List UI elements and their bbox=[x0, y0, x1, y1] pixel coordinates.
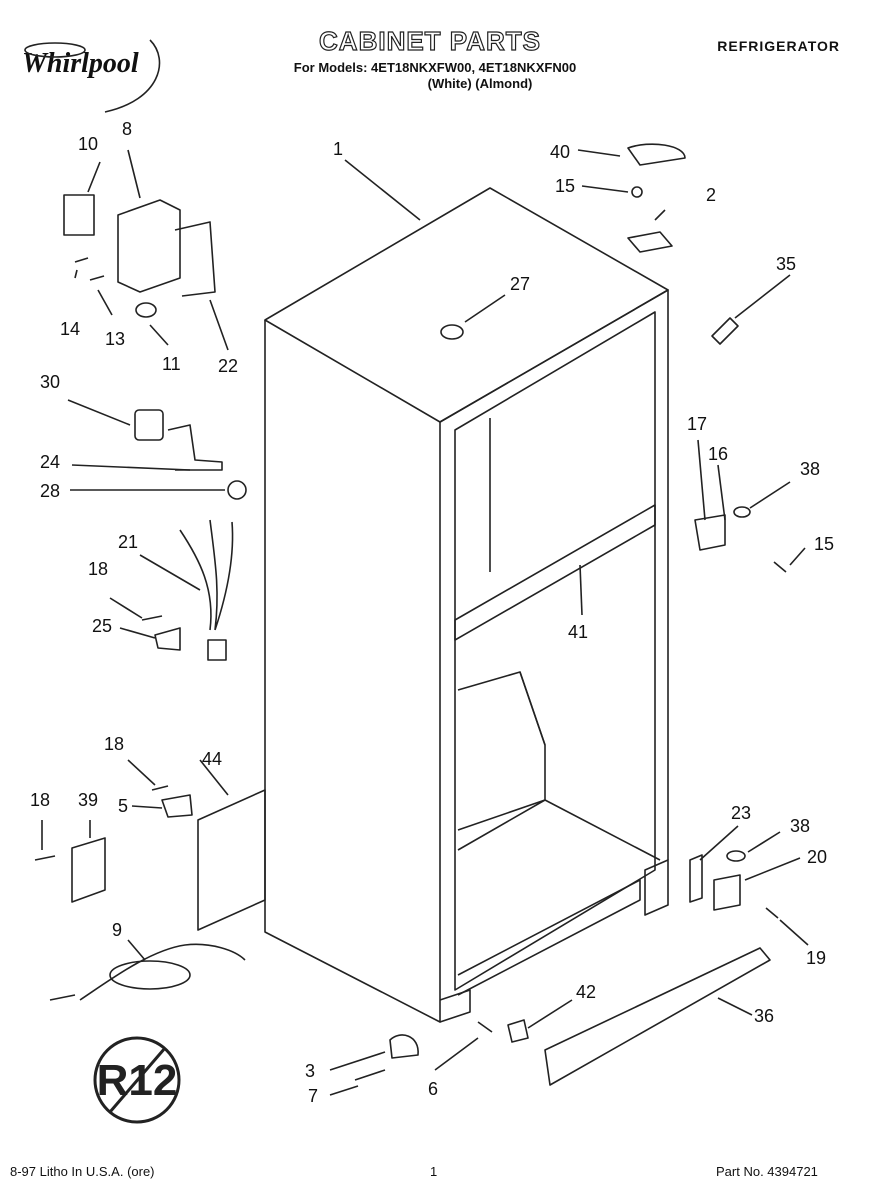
screw-19 bbox=[765, 907, 779, 919]
pin-7 bbox=[354, 1069, 386, 1081]
leader-lines bbox=[41, 149, 809, 1096]
callout-36: 36 bbox=[754, 1006, 774, 1026]
callout-18-clamp: 18 bbox=[104, 734, 124, 754]
hinge-cover-40 bbox=[627, 143, 686, 166]
callout-8: 8 bbox=[122, 119, 132, 139]
callout-28: 28 bbox=[40, 481, 60, 501]
r12-badge-slash bbox=[108, 1047, 167, 1113]
callout-3: 3 bbox=[305, 1061, 315, 1081]
clip-25 bbox=[154, 627, 181, 651]
access-cover-44 bbox=[197, 789, 266, 931]
callout-21: 21 bbox=[118, 532, 138, 552]
divider-rail bbox=[454, 504, 656, 641]
screw-18c bbox=[34, 855, 56, 861]
wire-harness-21 bbox=[179, 519, 234, 631]
grommet-11 bbox=[135, 302, 157, 318]
center-hinge-16-17 bbox=[694, 514, 726, 551]
callout-16: 16 bbox=[708, 444, 728, 464]
washer-38-top bbox=[733, 506, 751, 518]
washer-28 bbox=[227, 480, 247, 500]
toe-grille-36 bbox=[544, 947, 771, 1086]
power-cord-9 bbox=[49, 943, 246, 1001]
roller-3 bbox=[389, 1034, 419, 1059]
screw-14 bbox=[74, 257, 89, 263]
plug-27 bbox=[440, 324, 464, 340]
callout-22: 22 bbox=[218, 356, 238, 376]
model-colors: (White) (Almond) bbox=[427, 76, 533, 91]
cover-22 bbox=[174, 221, 216, 297]
callout-25: 25 bbox=[92, 616, 112, 636]
screw-15-top bbox=[631, 186, 643, 198]
callout-labels: 1 2 3 5 6 7 8 9 10 11 13 14 15 15 16 17 … bbox=[30, 119, 834, 1106]
callout-24: 24 bbox=[40, 452, 60, 472]
callout-35: 35 bbox=[776, 254, 796, 274]
callout-11: 11 bbox=[162, 354, 181, 374]
cord-coil bbox=[109, 960, 191, 990]
connector-21 bbox=[207, 639, 227, 661]
callout-9: 9 bbox=[112, 920, 122, 940]
clamp-5 bbox=[161, 794, 193, 818]
part-35 bbox=[711, 317, 739, 345]
callout-30: 30 bbox=[40, 372, 60, 392]
screw-13 bbox=[89, 275, 105, 281]
r12-badge-circle bbox=[93, 1036, 181, 1124]
callout-17: 17 bbox=[687, 414, 707, 434]
callout-5: 5 bbox=[118, 796, 128, 816]
callout-20: 20 bbox=[807, 847, 827, 867]
page-title: CABINET PARTS bbox=[318, 25, 541, 56]
bottom-hinge-20 bbox=[713, 874, 741, 911]
callout-2: 2 bbox=[706, 185, 716, 205]
cabinet-body bbox=[264, 187, 669, 1023]
callout-39: 39 bbox=[78, 790, 98, 810]
callout-23: 23 bbox=[731, 803, 751, 823]
product-type: REFRIGERATOR bbox=[717, 38, 840, 54]
relay-10 bbox=[63, 194, 95, 236]
callout-38-top: 38 bbox=[800, 459, 820, 479]
seal-30 bbox=[134, 409, 164, 441]
footer-litho: 8-97 Litho In U.S.A. (ore) bbox=[10, 1164, 155, 1179]
logo-swirl bbox=[24, 42, 86, 58]
callout-13: 13 bbox=[105, 329, 125, 349]
callout-7: 7 bbox=[308, 1086, 318, 1106]
washer-38-bottom bbox=[726, 850, 746, 862]
screw-18a bbox=[141, 615, 163, 621]
cover-39 bbox=[71, 837, 106, 903]
screw-15-side bbox=[773, 561, 787, 573]
callout-1: 1 bbox=[333, 139, 343, 159]
callout-6: 6 bbox=[428, 1079, 438, 1099]
callout-40: 40 bbox=[550, 142, 570, 162]
callout-19: 19 bbox=[806, 948, 826, 968]
drain-24 bbox=[167, 424, 223, 471]
footer-page-number: 1 bbox=[430, 1164, 438, 1179]
part-42 bbox=[507, 1019, 529, 1043]
callout-44: 44 bbox=[202, 749, 222, 769]
callout-18-harness: 18 bbox=[88, 559, 108, 579]
r12-badge-text: R12 bbox=[97, 1056, 178, 1105]
callout-27: 27 bbox=[510, 274, 530, 294]
callout-10: 10 bbox=[78, 134, 98, 154]
shim-23 bbox=[689, 854, 703, 903]
callout-41: 41 bbox=[568, 622, 588, 642]
callout-15-top: 15 bbox=[555, 176, 575, 196]
screw-18b bbox=[151, 785, 169, 791]
callout-18-cover: 18 bbox=[30, 790, 50, 810]
model-numbers: For Models: 4ET18NKXFW00, 4ET18NKXFN00 bbox=[293, 60, 577, 75]
callout-14: 14 bbox=[60, 319, 80, 339]
callout-15-side: 15 bbox=[814, 534, 834, 554]
control-box-8 bbox=[117, 199, 181, 293]
footer-part-number: Part No. 4394721 bbox=[716, 1164, 818, 1179]
callout-42: 42 bbox=[576, 982, 596, 1002]
logo-swoosh bbox=[104, 39, 161, 113]
screw-6 bbox=[477, 1021, 493, 1033]
top-hinge-2 bbox=[627, 231, 673, 253]
callout-38-bottom: 38 bbox=[790, 816, 810, 836]
